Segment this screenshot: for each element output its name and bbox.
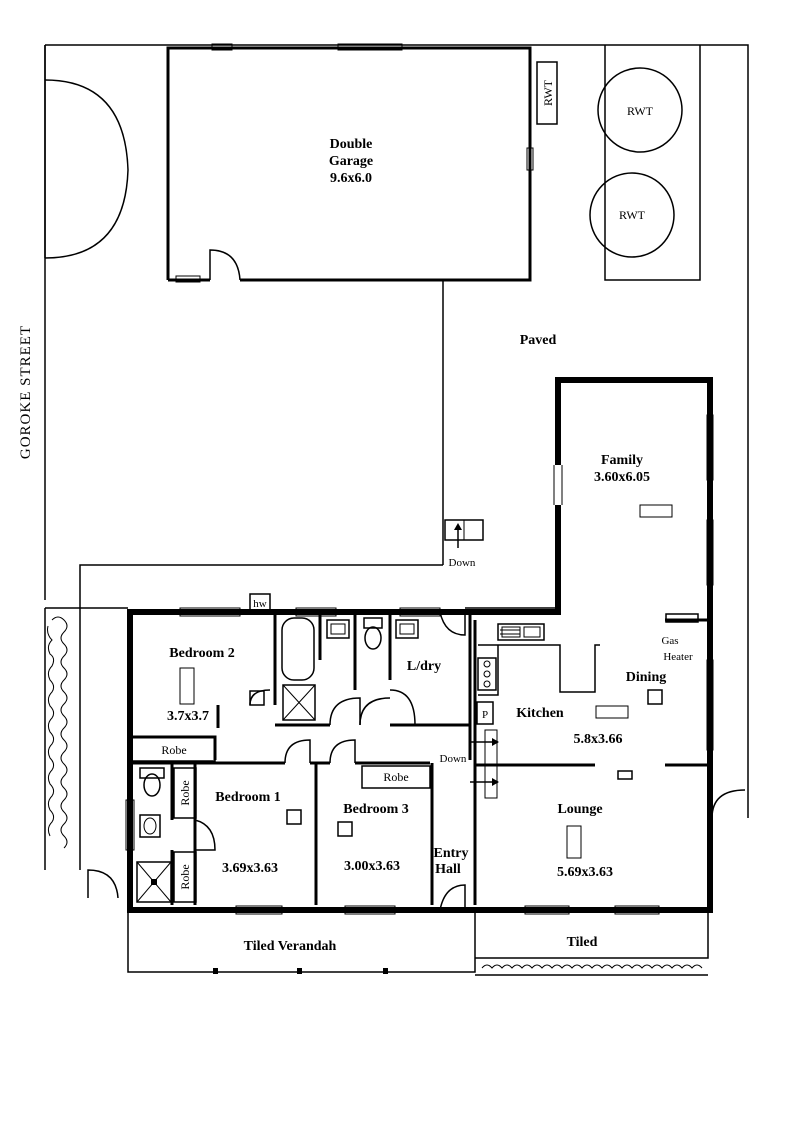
verandahs: [127, 912, 709, 976]
paved-label: Paved: [520, 333, 557, 348]
bedroom2-size: 3.7x3.7: [167, 709, 209, 724]
bathroom-fixtures: [136, 617, 419, 903]
family-room-walls: [553, 377, 746, 908]
hall-label: Hall: [435, 862, 461, 877]
dining-label: Dining: [626, 670, 666, 685]
robes: Robe Robe Robe Robe: [131, 736, 431, 903]
rug-lounge: [566, 825, 582, 859]
bedroom1-size: 3.69x3.63: [222, 861, 278, 876]
garage-size: 9.6x6.0: [330, 171, 372, 186]
heater-label: Heater: [663, 651, 693, 663]
hot-water-unit: hw: [249, 593, 271, 611]
family-size: 3.60x6.05: [594, 470, 650, 485]
bedroom2-label: Bedroom 2: [169, 646, 234, 661]
bedroom3-label: Bedroom 3: [343, 802, 408, 817]
down-label-2: Down: [440, 753, 467, 765]
heater-dining: [647, 689, 663, 705]
lounge-label: Lounge: [557, 802, 602, 817]
heater-bedroom1: [286, 809, 302, 825]
door-swings: [194, 611, 466, 911]
bedroom1-label: Bedroom 1: [215, 790, 280, 805]
garage-label-2: Garage: [329, 154, 373, 169]
rug-bedroom2: [179, 667, 195, 705]
entry-steps: [470, 729, 499, 799]
house-outer-walls: [125, 607, 713, 915]
kitchen-size: 5.8x3.66: [574, 732, 623, 747]
interior-walls: [130, 612, 710, 905]
heater-lounge: [617, 770, 633, 780]
down-label-1: Down: [449, 557, 476, 569]
robe-label-1: Robe: [161, 743, 186, 757]
tiled-verandah-label: Tiled Verandah: [244, 939, 337, 954]
tiled-label: Tiled: [567, 935, 598, 950]
rwt-tank-1-label: RWT: [627, 104, 654, 118]
family-label: Family: [601, 453, 643, 468]
heater-bedroom2: [249, 690, 265, 706]
hw-label: hw: [253, 598, 267, 610]
pantry-label: P: [482, 709, 488, 721]
robe-label-2: Robe: [178, 780, 192, 805]
rwt-tanks: RWT RWT: [589, 45, 701, 281]
double-garage: Double Garage 9.6x6.0: [166, 43, 534, 283]
site-boundary: [44, 44, 749, 818]
street-label: GOROKE STREET: [18, 325, 34, 459]
rug-kitchen: [595, 705, 629, 719]
heater-bedroom3: [337, 821, 353, 837]
steps: Down: [444, 519, 484, 569]
lounge-size: 5.69x3.63: [557, 865, 613, 880]
garden-hedge-left: [44, 608, 119, 899]
robe-label-4: Robe: [383, 770, 408, 784]
rwt-tank-2-label: RWT: [619, 208, 646, 222]
gas-label: Gas: [661, 635, 678, 647]
garage-label: Double: [330, 137, 373, 152]
driveway: [45, 280, 555, 609]
bedroom3-size: 3.00x3.63: [344, 859, 400, 874]
kitchen-label: Kitchen: [516, 706, 564, 721]
rwt-box: RWT: [536, 61, 558, 125]
kitchen-fittings: P: [476, 613, 699, 725]
robe-label-3: Robe: [178, 864, 192, 889]
family-rug: [639, 504, 673, 518]
rwt-box-label: RWT: [541, 79, 555, 106]
entry-label: Entry: [434, 846, 469, 861]
laundry-label: L/dry: [407, 659, 441, 674]
